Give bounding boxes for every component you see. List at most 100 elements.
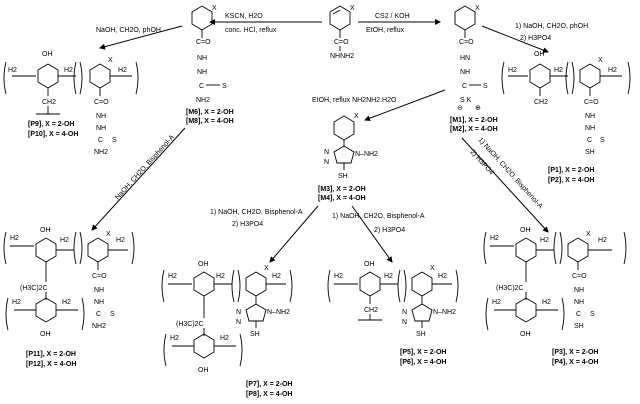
svg-text:NH: NH <box>96 125 106 132</box>
svg-text:NH: NH <box>585 125 595 132</box>
svg-text:OH: OH <box>198 261 209 268</box>
svg-text:OH: OH <box>520 331 531 338</box>
reagent-top-right-2: 2) H3PO4 <box>520 35 551 42</box>
arrow-to-p5 <box>351 205 393 263</box>
svg-text:NH: NH <box>94 299 104 306</box>
svg-text:SH: SH <box>338 173 348 180</box>
arrow-to-p9 <box>99 25 183 50</box>
svg-text:NH: NH <box>197 69 207 76</box>
svg-text:H2: H2 <box>490 235 499 242</box>
reagent-mid-right-2: 2) H3PO4 <box>374 227 405 234</box>
hydrazide-start: X C=O NHNH2 <box>329 5 355 60</box>
svg-text:OH: OH <box>534 51 545 58</box>
svg-text:NH: NH <box>197 55 207 62</box>
svg-text:C: C <box>462 83 467 90</box>
svg-text:OH: OH <box>42 51 53 58</box>
svg-text:H2: H2 <box>12 299 21 306</box>
svg-text:SH: SH <box>416 331 426 338</box>
svg-text:N: N <box>324 149 329 156</box>
svg-text:C=O: C=O <box>196 39 211 46</box>
svg-text:N: N <box>236 319 241 326</box>
svg-text:H2: H2 <box>272 273 281 280</box>
svg-text:NH2: NH2 <box>92 323 106 330</box>
svg-text:H2: H2 <box>8 67 17 74</box>
svg-text:C: C <box>587 137 592 144</box>
svg-text:SH: SH <box>585 149 595 156</box>
atom-nhnh2: NHNH2 <box>330 53 354 60</box>
label-p4: [P4], X = 4-OH <box>552 359 598 366</box>
svg-text:S: S <box>483 83 488 90</box>
triazole-m3: X N N N–NH2 SH [M3], X = 2-OH [M4], X = … <box>318 113 378 202</box>
svg-text:(H3C)2C: (H3C)2C <box>496 285 524 292</box>
svg-text:C=O: C=O <box>459 39 474 46</box>
reagent-top-left: NaOH, CH2O, phOH <box>96 27 161 34</box>
reagent-left-diag: NaOH, CH2O, Bisphenol-A <box>114 134 176 202</box>
atom-carbonyl: C=O <box>334 39 349 46</box>
svg-text:C=O: C=O <box>572 273 587 280</box>
svg-text:N–NH2: N–NH2 <box>355 151 378 158</box>
arrow-to-p3 <box>461 137 549 233</box>
svg-text:X: X <box>264 265 269 272</box>
label-m1: [M1], X = 2-OH <box>450 117 498 124</box>
reagent-right-diag-1: 1) NaOH, CH2O, Bisphenol-A <box>477 137 544 211</box>
svg-text:H2: H2 <box>540 237 549 244</box>
svg-text:C: C <box>576 311 581 318</box>
svg-text:C=O: C=O <box>92 273 107 280</box>
svg-text:S K: S K <box>460 97 472 104</box>
arrow-to-p1 <box>481 25 549 53</box>
svg-text:H2: H2 <box>118 67 127 74</box>
arrow-to-p11 <box>91 127 186 231</box>
svg-text:H2: H2 <box>542 299 551 306</box>
svg-text:X: X <box>106 231 111 238</box>
polymer-p3: H2 OH H2 X H2 (H3C)2C H2 H2 OH C=O NH NH… <box>483 227 627 366</box>
svg-text:H2: H2 <box>168 273 177 280</box>
label-m4: [M4], X = 4-OH <box>318 195 366 202</box>
svg-text:C=O: C=O <box>94 99 109 106</box>
svg-text:CH2: CH2 <box>42 99 56 106</box>
reagent-hydrazine: EtOH, reflux NH2NH2.H2O <box>312 97 397 104</box>
svg-text:S: S <box>110 311 115 318</box>
svg-text:N: N <box>324 159 329 166</box>
reagent-mid-left-2: 2) H3PO4 <box>232 221 263 228</box>
svg-text:S: S <box>600 137 605 144</box>
arrow-to-m3 <box>364 89 446 122</box>
svg-text:SH: SH <box>250 331 260 338</box>
atom-x: X <box>350 5 355 12</box>
svg-text:N–NH2: N–NH2 <box>267 309 290 316</box>
svg-text:NH2: NH2 <box>196 97 210 104</box>
svg-text:CH2: CH2 <box>364 307 378 314</box>
reagent-kscn-2: conc. HCl, reflux <box>225 27 277 34</box>
svg-text:NH: NH <box>574 299 584 306</box>
svg-text:C: C <box>98 137 103 144</box>
polymer-p9: H2 OH CH2 H2 X H2 C=O NH NH C S NH2 [P9]… <box>3 51 139 156</box>
svg-text:OH: OH <box>520 227 531 234</box>
thiosemicarbazide-m6: X C=O NH NH C S NH2 [M6], X = 2-OH [M8],… <box>186 5 234 125</box>
svg-text:H2: H2 <box>492 299 501 306</box>
label-p1: [P1], X = 2-OH <box>548 167 594 174</box>
svg-text:SH: SH <box>574 323 584 330</box>
svg-text:X: X <box>354 113 359 120</box>
label-p9: [P9], X = 2-OH <box>28 121 74 128</box>
svg-text:H2: H2 <box>608 67 617 74</box>
svg-text:H2: H2 <box>64 67 73 74</box>
label-m2: [M2], X = 4-OH <box>450 126 498 133</box>
label-p7: [P7], X = 2-OH <box>246 381 292 388</box>
label-p12: [P12], X = 4-OH <box>26 361 76 368</box>
svg-text:H2: H2 <box>170 335 179 342</box>
reagent-mid-left-1: 1) NaOH, CH2O, Bisphenol-A <box>210 209 303 216</box>
polymer-p7: H2 OH H2 X H2 (H3C)2C H2 H2 OH N N N–NH2… <box>161 261 292 398</box>
svg-text:H2: H2 <box>116 237 125 244</box>
svg-text:H2: H2 <box>598 237 607 244</box>
reagent-mid-right-1: 1) NaOH, CH2O, Bisphenol-A <box>332 213 425 220</box>
svg-text:NH: NH <box>96 113 106 120</box>
polymer-p1: H2 OH CH2 H2 X H2 C=O NH NH C S SH [P1],… <box>501 51 631 184</box>
svg-text:S: S <box>112 137 117 144</box>
svg-text:H2: H2 <box>334 273 343 280</box>
label-p10: [P10], X = 4-OH <box>28 131 78 138</box>
svg-text:H2: H2 <box>508 67 517 74</box>
label-p8: [P8], X = 4-OH <box>246 391 292 398</box>
svg-text:C: C <box>96 311 101 318</box>
dithiocarbazate-m1: X C=O HN NH C S S K ⊖ ⊕ [M1], X = 2-OH [… <box>450 5 498 133</box>
svg-text:X: X <box>108 57 113 64</box>
